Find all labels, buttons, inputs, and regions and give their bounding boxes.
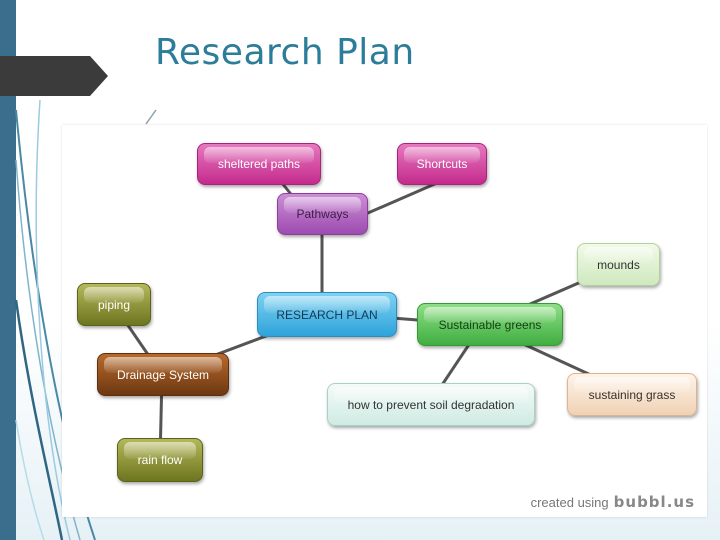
node-pathways[interactable]: Pathways <box>277 193 368 235</box>
node-rain-flow[interactable]: rain flow <box>117 438 203 482</box>
node-sustaining-grass[interactable]: sustaining grass <box>567 373 697 416</box>
node-soil-degradation[interactable]: how to prevent soil degradation <box>327 383 535 426</box>
node-mounds[interactable]: mounds <box>577 243 660 286</box>
node-shortcuts[interactable]: Shortcuts <box>397 143 487 185</box>
node-piping[interactable]: piping <box>77 283 151 326</box>
left-band <box>0 0 16 540</box>
node-research-plan[interactable]: RESEARCH PLAN <box>257 292 397 337</box>
credit-line: created using bubbl.us <box>531 493 695 511</box>
mind-map: sheltered paths Shortcuts Pathways RESEA… <box>62 125 707 517</box>
node-sustainable-greens[interactable]: Sustainable greens <box>417 303 563 346</box>
page-title: Research Plan <box>155 32 415 73</box>
node-drainage-system[interactable]: Drainage System <box>97 353 229 396</box>
node-sheltered-paths[interactable]: sheltered paths <box>197 143 321 185</box>
bubbl-logo: bubbl.us <box>613 493 695 511</box>
credit-prefix: created using <box>530 495 609 510</box>
slash-mark <box>145 109 157 125</box>
title-arrow-tab <box>0 56 108 96</box>
